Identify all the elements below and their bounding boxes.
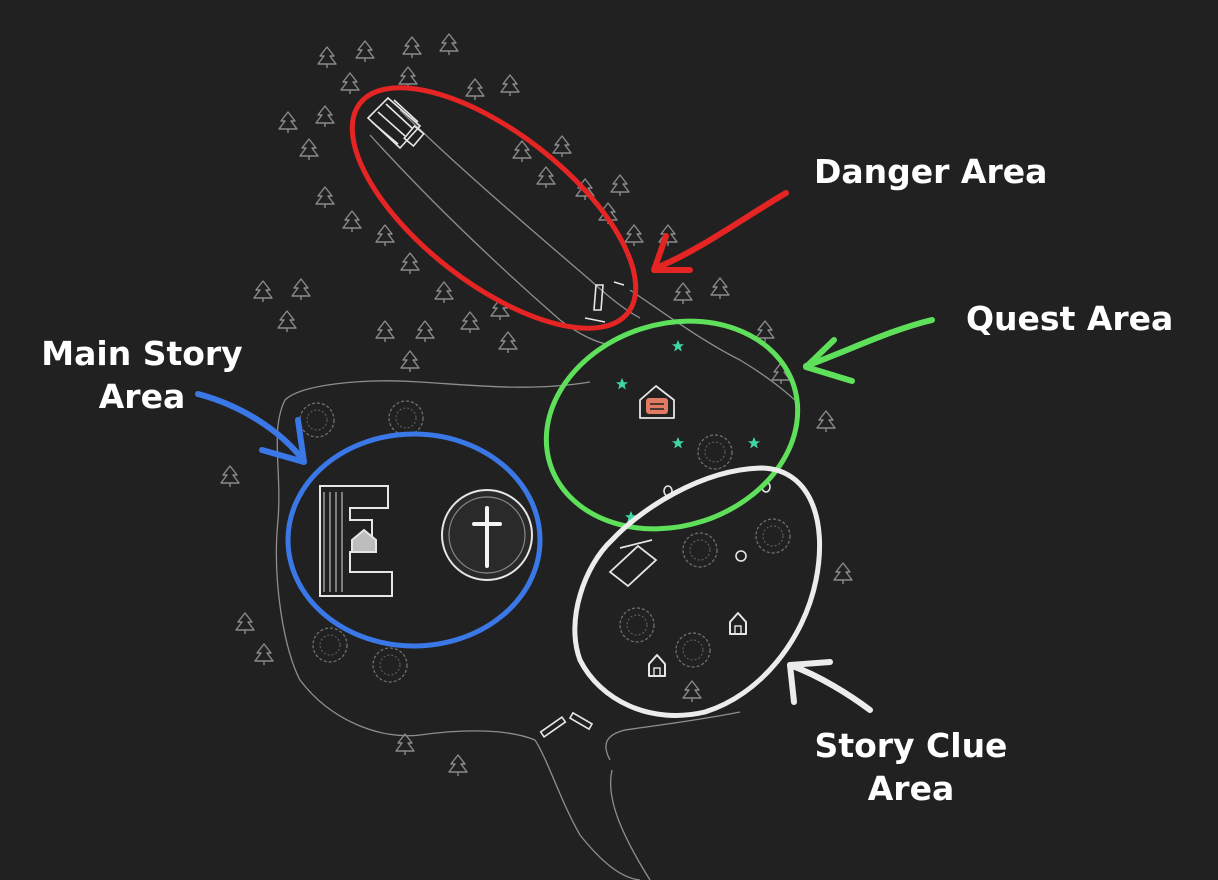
cross-in-circle-icon: [441, 489, 533, 581]
story-clue-area-label: Story Clue Area: [812, 724, 1010, 810]
ruined-building-icon: [366, 96, 625, 323]
broken-cart-icon: [608, 539, 658, 588]
church-building-icon: [319, 485, 393, 597]
star-marker-icon: [616, 340, 760, 523]
quest-arrow: [803, 317, 935, 384]
main-story-area-label-line1: Main Story: [41, 334, 243, 373]
main-story-area-label-line2: Area: [98, 377, 186, 416]
quest-area-label: Quest Area: [966, 299, 1174, 338]
main-story-area-outline: [285, 431, 543, 649]
danger-arrow: [651, 190, 789, 273]
bridge-plank-icon: [539, 711, 594, 739]
story-clue-area-outline: [572, 465, 822, 718]
danger-area-outline: [349, 85, 639, 331]
main-story-arrow: [195, 391, 307, 465]
main-story-area-label: Main Story Area: [40, 332, 244, 418]
story-clue-area-label-line1: Story Clue: [814, 726, 1008, 765]
quest-area-outline: [543, 318, 801, 532]
terrain-outline: [275, 109, 801, 880]
story-clue-area-label-line2: Area: [867, 769, 955, 808]
story-clue-arrow: [787, 659, 873, 713]
danger-area-label: Danger Area: [814, 152, 1048, 191]
quest-house-icon: [639, 385, 675, 419]
